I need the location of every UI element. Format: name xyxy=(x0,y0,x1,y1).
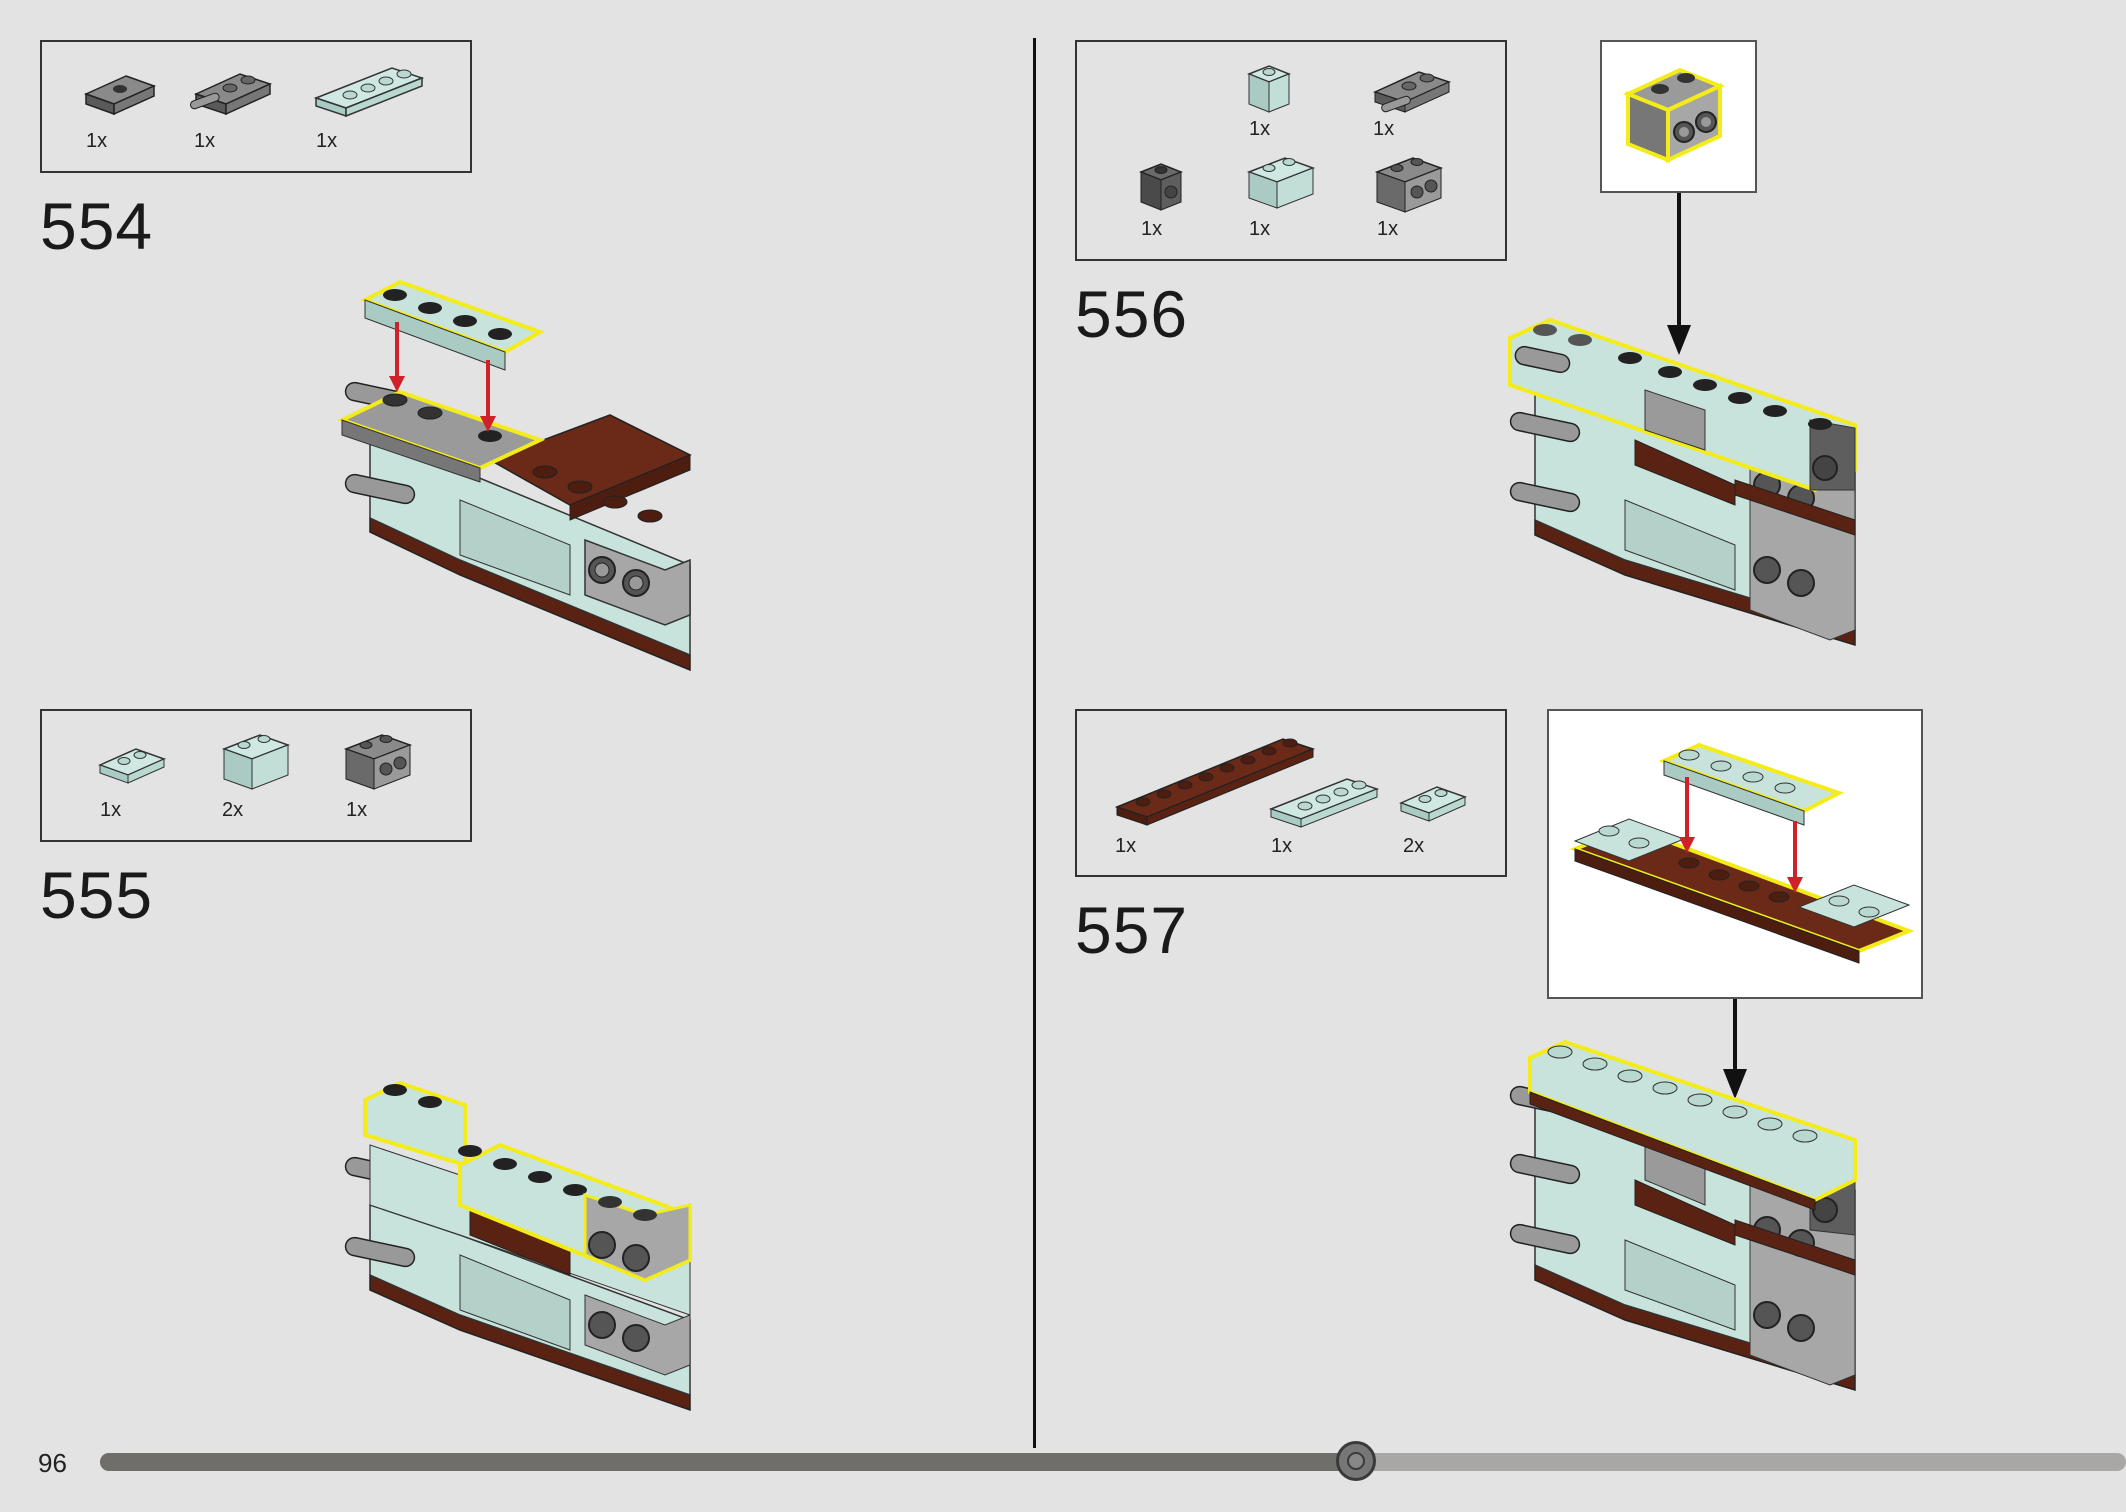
qty-554-3: 1x xyxy=(316,130,338,152)
qty-555-1: 1x xyxy=(100,799,122,821)
progress-knob[interactable] xyxy=(1336,1441,1377,1481)
step-number-554: 554 xyxy=(40,189,154,263)
part-plate-1x2-center-stud xyxy=(83,75,157,116)
callout-arrow-557 xyxy=(1723,999,1747,1099)
qty-556-3: 1x xyxy=(1141,218,1163,240)
qty-554-2: 1x xyxy=(194,130,216,152)
qty-556-4: 1x xyxy=(1249,218,1271,240)
model-step-554 xyxy=(336,279,692,672)
model-step-556 xyxy=(1508,317,1857,647)
part-plate-1x4 xyxy=(1268,778,1380,828)
qty-556-5: 1x xyxy=(1377,218,1399,240)
callout-557 xyxy=(1547,709,1923,999)
callout-part-brick-side-studs xyxy=(1622,67,1726,164)
page-number: 96 xyxy=(38,1448,67,1478)
model-step-555 xyxy=(344,1080,692,1412)
part-brick-1x2 xyxy=(221,734,291,790)
callout-subassembly-557 xyxy=(1569,742,1915,964)
qty-557-1: 1x xyxy=(1115,835,1137,857)
callout-arrow-556 xyxy=(1667,193,1691,355)
part-brick-1x1-side-stud xyxy=(1138,163,1184,211)
qty-555-2: 2x xyxy=(222,799,244,821)
part-brick-side-studs xyxy=(1374,157,1444,213)
parts-list-556: 1x 1x 1x 1x 1x xyxy=(1075,40,1507,261)
part-plate-bar-handle xyxy=(1372,71,1452,113)
qty-557-3: 2x xyxy=(1403,835,1425,857)
progress-track[interactable] xyxy=(100,1453,2126,1471)
part-brick-1x2 xyxy=(1246,157,1316,209)
step-number-555: 555 xyxy=(40,858,154,932)
qty-554-1: 1x xyxy=(86,130,108,152)
callout-556 xyxy=(1600,40,1757,193)
step-number-557: 557 xyxy=(1075,893,1189,967)
model-step-557 xyxy=(1509,1039,1857,1392)
qty-556-2: 1x xyxy=(1373,118,1395,140)
step-number-556: 556 xyxy=(1075,277,1189,351)
parts-list-557: 1x 1x 2x xyxy=(1075,709,1507,877)
qty-557-2: 1x xyxy=(1271,835,1293,857)
page-divider xyxy=(1033,38,1036,1448)
qty-556-1: 1x xyxy=(1249,118,1271,140)
part-plate-1x8 xyxy=(1114,738,1316,826)
progress-fill xyxy=(100,1453,1357,1471)
part-brick-side-studs xyxy=(343,734,413,790)
part-plate-1x4 xyxy=(313,67,425,118)
part-plate-bar-handle xyxy=(189,73,273,116)
parts-list-555: 1x 2x 1x xyxy=(40,709,472,842)
qty-555-3: 1x xyxy=(346,799,368,821)
parts-list-554: 1x 1x 1x xyxy=(40,40,472,173)
part-brick-1x1 xyxy=(1246,65,1292,113)
part-plate-1x2 xyxy=(97,748,167,784)
part-plate-1x2 xyxy=(1398,786,1468,822)
